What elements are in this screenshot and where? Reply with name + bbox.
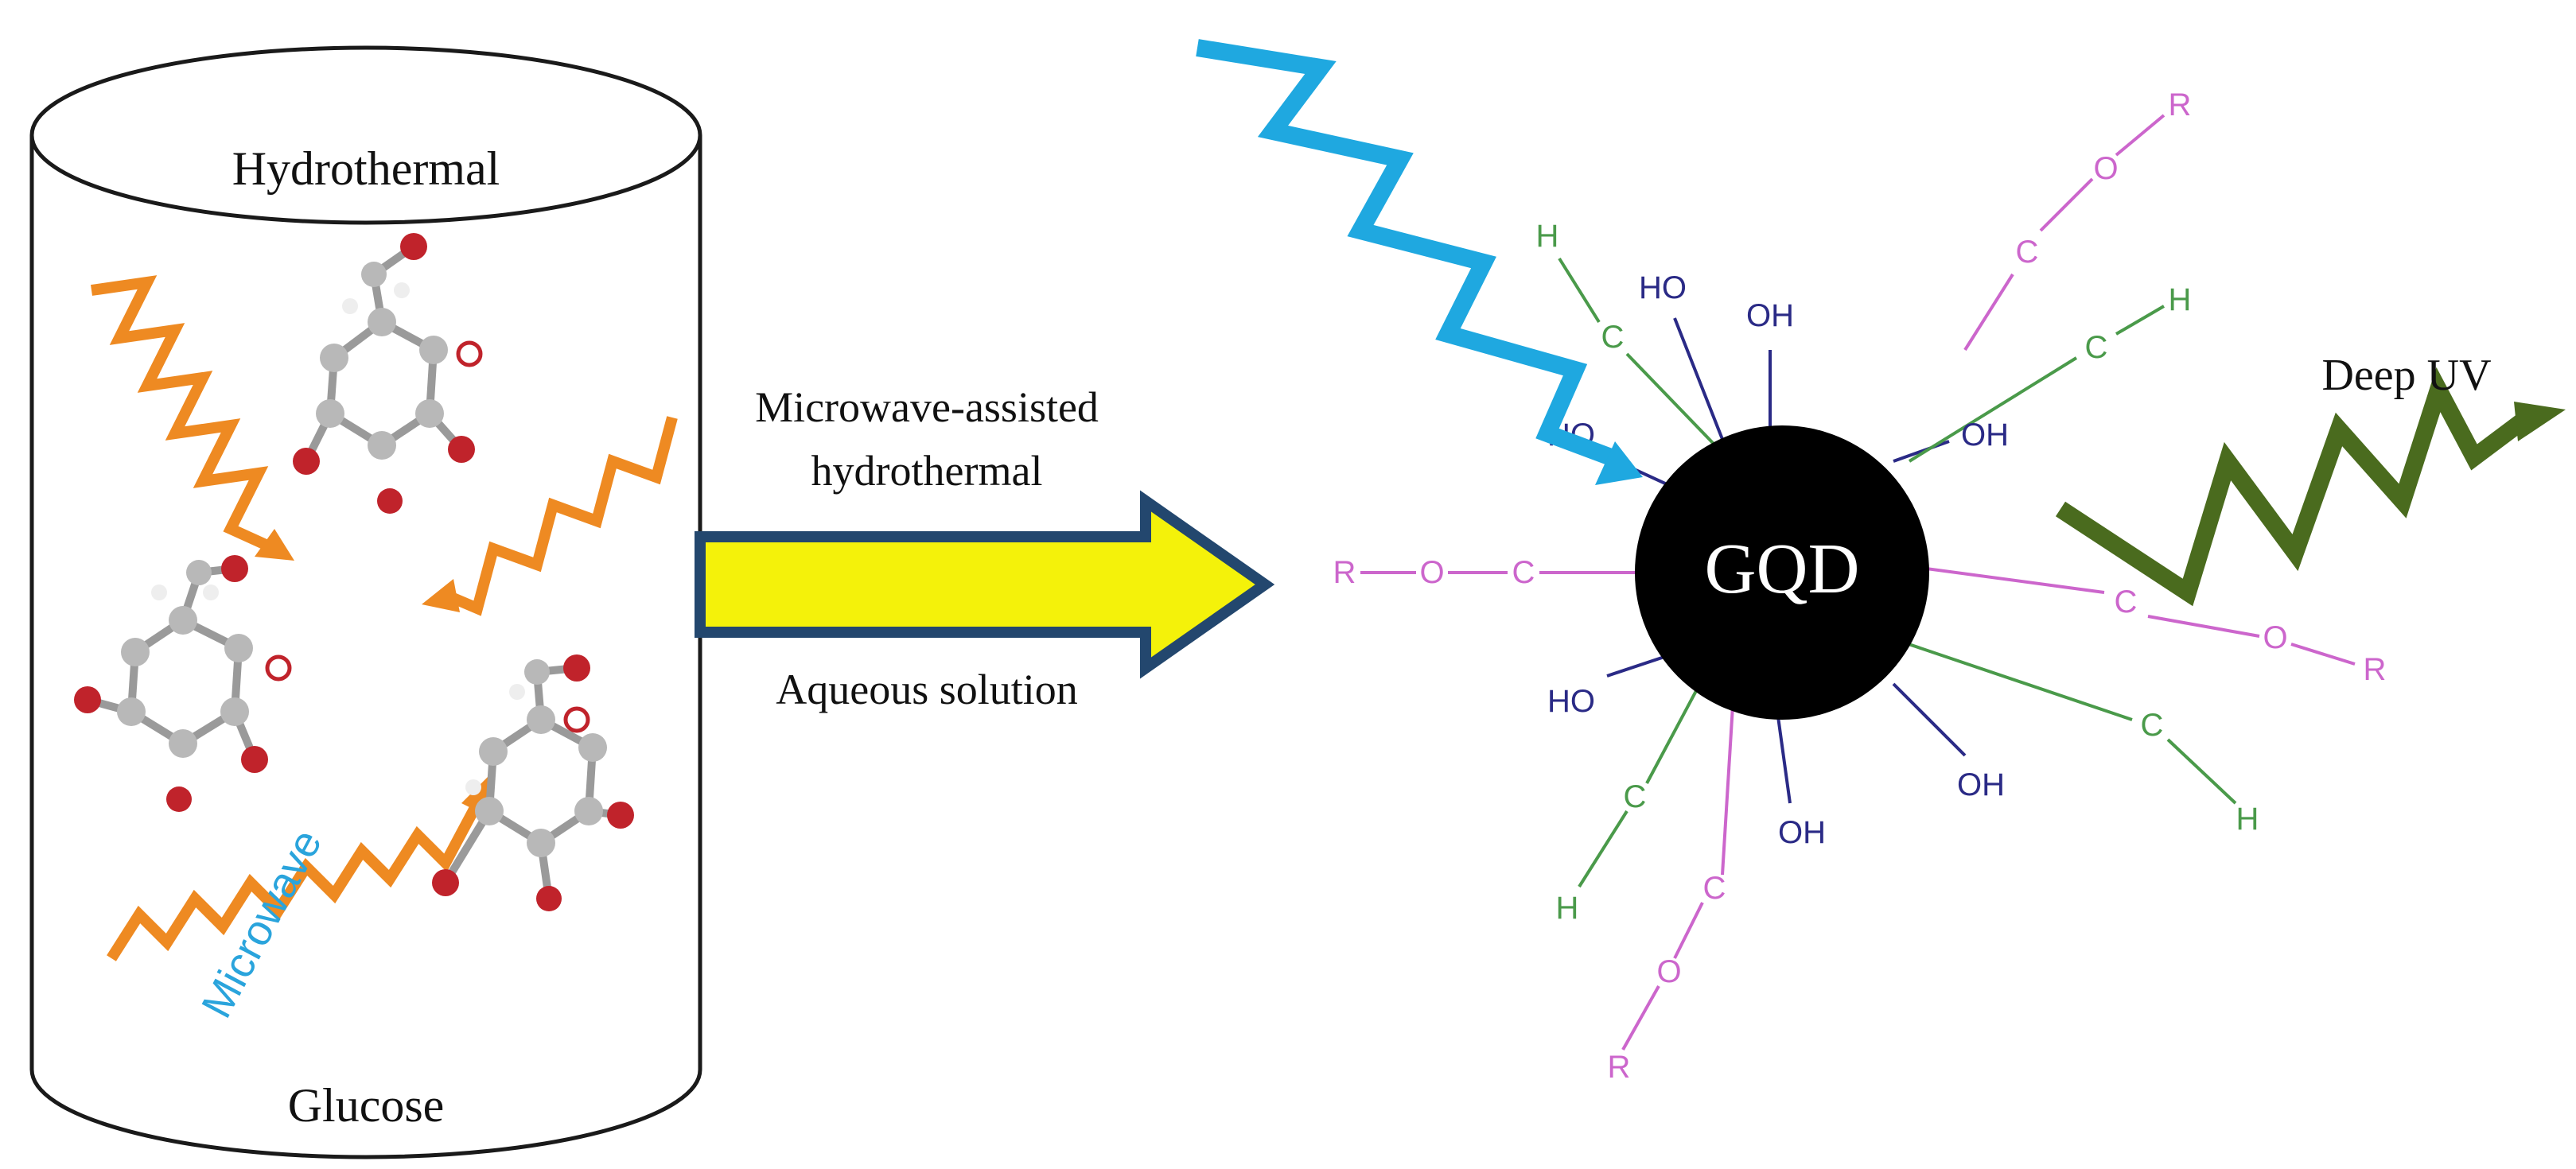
methyl-r-h: H (2236, 802, 2259, 837)
oh-label-right: OH (1961, 418, 2009, 452)
ester-r-r: R (2364, 652, 2387, 687)
hydrothermal-label: Hydrothermal (232, 142, 500, 195)
arrow-label-line1: Microwave-assisted (755, 383, 1099, 431)
ho-label-top: HO (1639, 270, 1687, 305)
methyl-ll-h: H (1556, 891, 1579, 926)
oh-label-bottom: OH (1778, 815, 1826, 850)
gqd-label: GQD (1705, 530, 1860, 608)
ester-left-o: O (1419, 555, 1444, 590)
emission-wave (2055, 367, 2566, 607)
gqd-core (1635, 425, 1929, 720)
ester-ur-o: O (2093, 151, 2118, 186)
vessel-top-rim (29, 45, 702, 225)
vessel-body (29, 135, 702, 1159)
glucose-molecule-2 (74, 555, 292, 812)
ester-ur-r: R (2169, 87, 2192, 122)
ester-r-c: C (2115, 584, 2138, 619)
emission-wave-line (2055, 367, 2527, 607)
glucose-molecule-1 (293, 233, 483, 514)
glucose-molecule-3 (432, 654, 634, 911)
oh-label-top: OH (1746, 298, 1794, 333)
excitation-wave-line (1196, 39, 1614, 466)
arrow-label-bottom: Aqueous solution (776, 666, 1078, 713)
arrow-label-line2: hydrothermal (811, 447, 1043, 495)
excitation-wave-head (1595, 441, 1643, 485)
ester-labels: R O C C O R C O R C O R (1333, 87, 2387, 1085)
hydroxyl-labels: OH HO HO HO OH OH OH (1547, 270, 2009, 850)
glucose-label: Glucose (288, 1079, 445, 1132)
microwave-wave-1-head (255, 529, 294, 561)
microwave-wave-2 (443, 416, 678, 616)
emission-wave-head (2514, 402, 2566, 441)
microwave-wave-2-head (422, 579, 460, 612)
ester-ll-c: C (1703, 871, 1726, 906)
process-arrow (695, 490, 1275, 679)
excitation-wave (1196, 39, 1643, 485)
deep-uv-label: Deep UV (2321, 351, 2491, 400)
microwave-waves (91, 275, 678, 961)
methyl-r-c: C (2141, 708, 2164, 743)
ester-r-o: O (2263, 620, 2287, 655)
methyl-ul-h: H (1536, 219, 1559, 254)
oh-label-lower-right: OH (1957, 767, 2005, 802)
ho-label-lower-left: HO (1547, 684, 1595, 719)
gqd-bonds (1360, 114, 2356, 1051)
ester-left-c: C (1512, 555, 1535, 590)
microwave-wave-3 (107, 800, 483, 961)
ester-left-r: R (1333, 555, 1356, 590)
methyl-ur-h: H (2169, 282, 2192, 317)
microwave-wave-1 (91, 275, 277, 554)
methyl-ur-c: C (2085, 330, 2108, 365)
methyl-ll-c: C (1624, 779, 1647, 814)
ester-ur-c: C (2016, 235, 2039, 270)
methyl-ul-c: C (1601, 320, 1625, 355)
ester-ll-o: O (1656, 954, 1681, 989)
ester-ll-r: R (1608, 1050, 1631, 1085)
methyl-labels: H C H C C H C H (1536, 219, 2259, 926)
reaction-vessel (29, 45, 702, 1159)
